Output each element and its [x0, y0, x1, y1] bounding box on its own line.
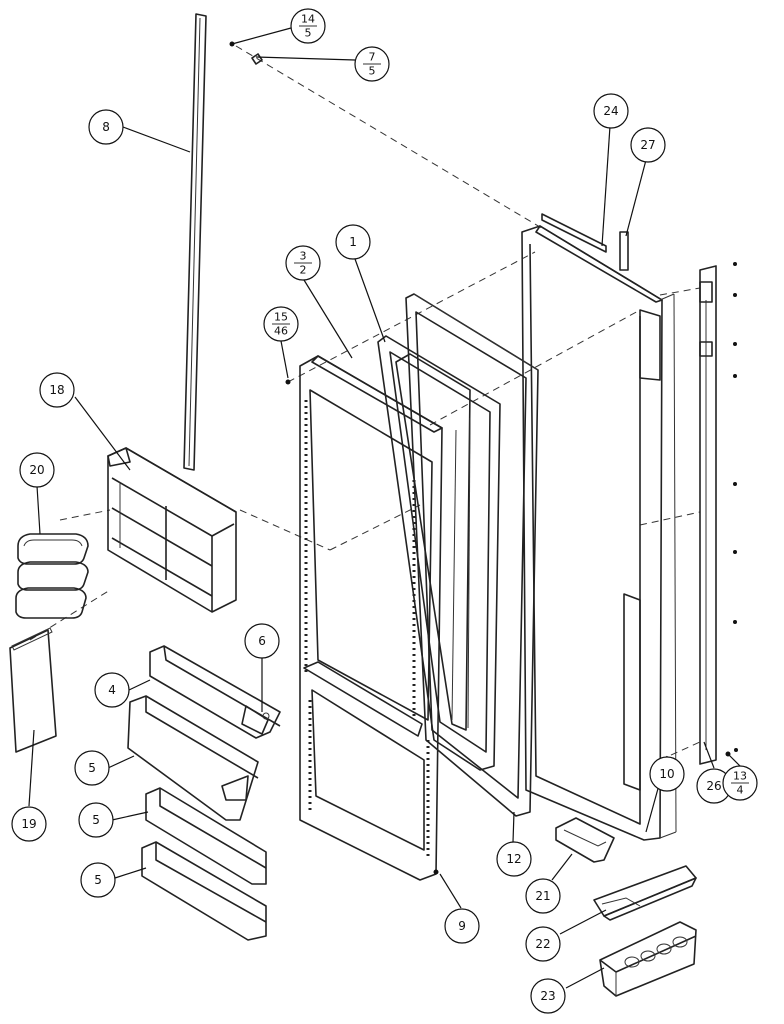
part-12-gasket: [405, 293, 539, 817]
part-22-lid: [593, 865, 697, 921]
part-19-panel: [9, 627, 57, 753]
callout-23: 23: [530, 978, 566, 1014]
part-5-bin-bottom: [141, 841, 267, 941]
callout-label: 20: [29, 463, 44, 477]
fraction-callout-3-2: 3 2: [285, 245, 321, 281]
callout-label: 24: [603, 104, 618, 118]
fraction-callout-13-4: 13 4: [722, 765, 758, 801]
part-21-tray: [555, 817, 615, 863]
callout-label: 10: [659, 767, 674, 781]
callout-label: 5: [88, 761, 96, 775]
part-5-bin-top: [127, 695, 259, 821]
callout-5-bottom: 5: [80, 862, 116, 898]
fraction-bottom: 4: [737, 784, 744, 797]
part-4-bin: [149, 645, 281, 739]
callout-label: 27: [640, 138, 655, 152]
callout-1: 1: [335, 224, 371, 260]
fraction-top: 15: [274, 311, 288, 324]
callout-label: 1: [349, 235, 357, 249]
fraction-top: 3: [300, 250, 307, 263]
callout-label: 5: [92, 813, 100, 827]
callout-label: 8: [102, 120, 110, 134]
callout-22: 22: [525, 926, 561, 962]
fraction-callout-7-5: 7 5: [354, 46, 390, 82]
part-9-inner-panel: [299, 355, 443, 881]
callout-6: 6: [244, 623, 280, 659]
callout-21: 21: [525, 878, 561, 914]
part-18-shelf-unit: [107, 447, 237, 613]
fraction-callout-15-46: 15 46: [263, 306, 299, 342]
callout-label: 9: [458, 919, 466, 933]
callout-label: 21: [535, 889, 550, 903]
callout-label: 23: [540, 989, 555, 1003]
part-20-containers: [15, 533, 89, 619]
callout-8: 8: [88, 109, 124, 145]
callout-24: 24: [593, 93, 629, 129]
callout-5-middle: 5: [78, 802, 114, 838]
part-26-hinge-strip: [699, 262, 738, 765]
screw-15: [285, 379, 291, 385]
callout-27: 27: [630, 127, 666, 163]
callout-label: 4: [108, 683, 116, 697]
callout-label: 26: [706, 779, 721, 793]
callout-20: 20: [19, 452, 55, 488]
callout-12: 12: [496, 841, 532, 877]
callout-label: 22: [535, 937, 550, 951]
fraction-callout-14-5: 14 5: [290, 8, 326, 44]
fraction-top: 13: [733, 770, 747, 783]
callout-18: 18: [39, 372, 75, 408]
part-1-liner: [377, 335, 501, 771]
fraction-top: 7: [369, 51, 376, 64]
callout-label: 12: [506, 852, 521, 866]
top-screws: [229, 41, 263, 65]
callout-4: 4: [94, 672, 130, 708]
part-10-door-panel: [521, 213, 677, 841]
fraction-bottom: 5: [369, 65, 376, 78]
callout-label: 19: [21, 817, 36, 831]
callout-label: 6: [258, 634, 266, 648]
part-23-ice-bin: [599, 921, 697, 997]
callout-label: 18: [49, 383, 64, 397]
part-5-bin-middle: [145, 787, 267, 885]
part-8-strip: [183, 13, 207, 471]
leader-lines: [28, 27, 741, 989]
fraction-bottom: 2: [300, 264, 307, 277]
callout-label: 5: [94, 873, 102, 887]
callout-10: 10: [649, 756, 685, 792]
callout-5-top: 5: [74, 750, 110, 786]
callout-19: 19: [11, 806, 47, 842]
fraction-bottom: 46: [274, 325, 288, 338]
callout-9: 9: [444, 908, 480, 944]
fraction-top: 14: [301, 13, 315, 26]
assembly-lines: [29, 45, 701, 761]
fraction-bottom: 5: [305, 27, 312, 40]
